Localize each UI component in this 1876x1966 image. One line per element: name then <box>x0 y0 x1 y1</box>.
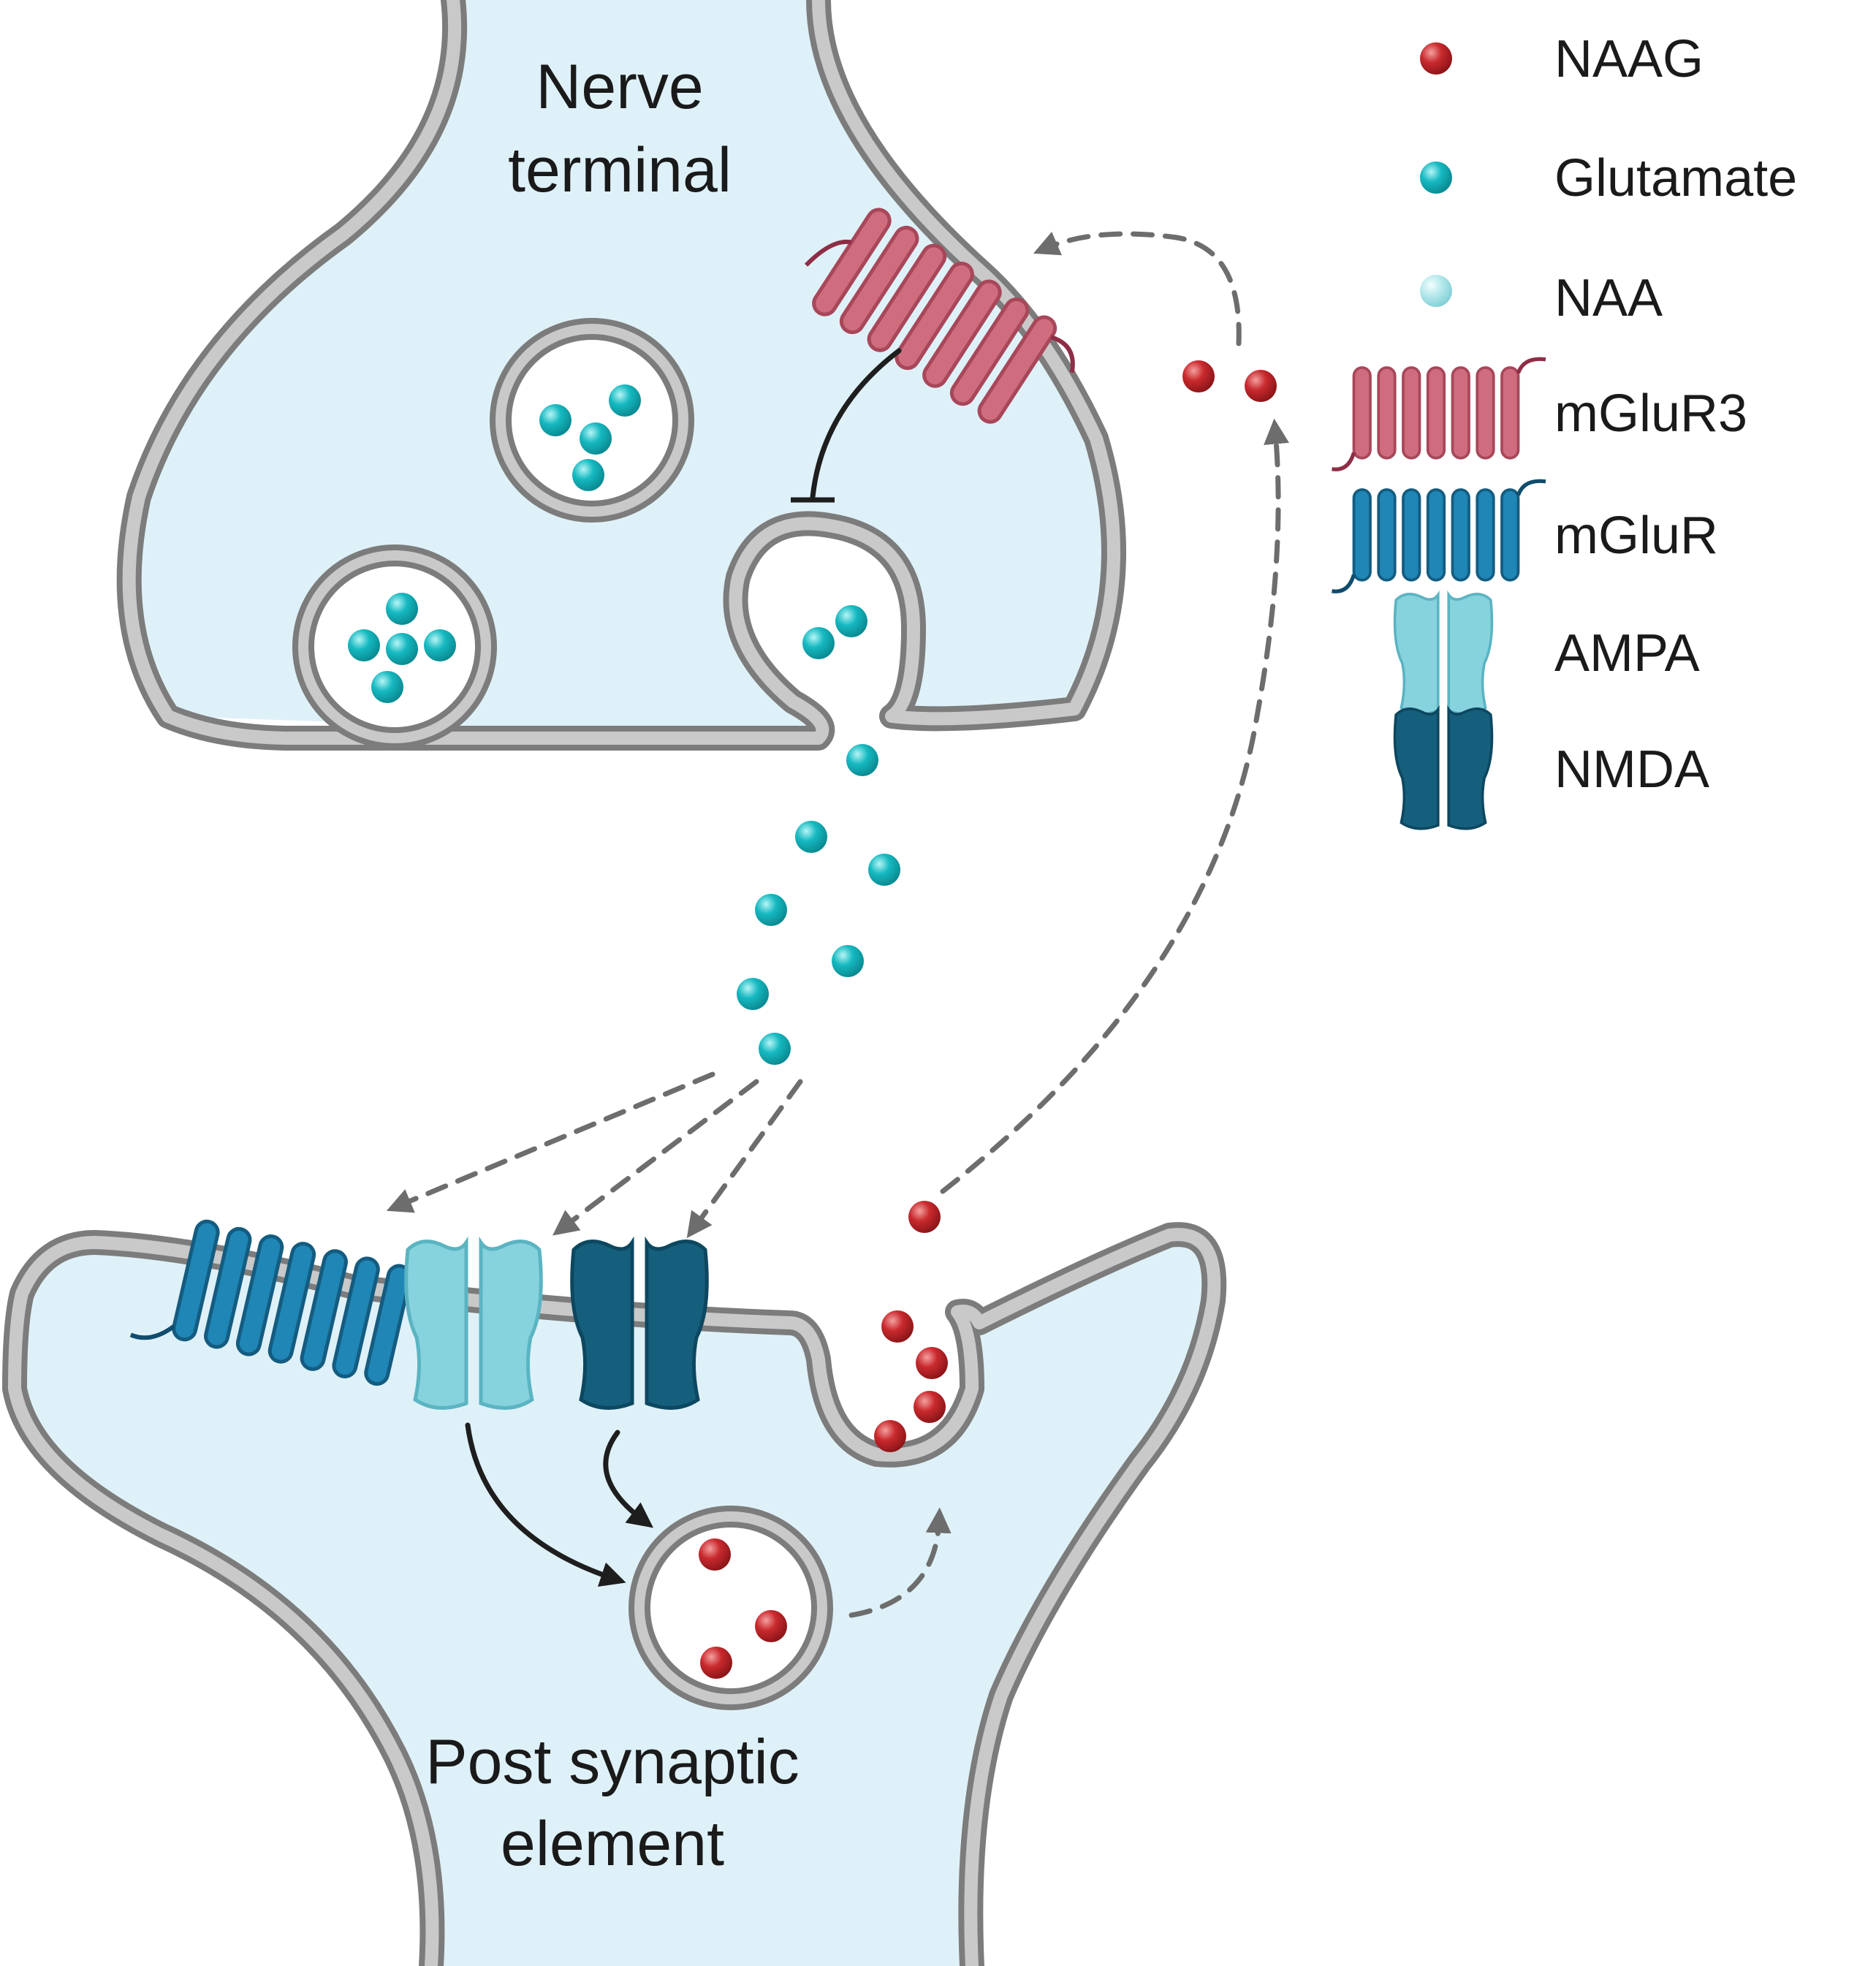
legend-item-mglur3: mGluR3 <box>1332 357 1747 471</box>
post-synaptic-label-line2: element <box>501 1809 724 1879</box>
naag-molecule <box>1182 360 1215 392</box>
synaptic-cleft-glutamate <box>737 744 900 1065</box>
glutamate-molecule <box>795 821 827 853</box>
naag-molecule <box>755 1610 787 1642</box>
glutamate-molecule <box>802 627 835 659</box>
glutamate-dot-icon <box>1420 162 1452 194</box>
post-synaptic-label-line1: Post synaptic <box>425 1727 799 1797</box>
vesicle-to-release-arrow <box>848 1507 952 1618</box>
glutamate-vesicle <box>292 544 497 749</box>
naag-molecule <box>700 1647 732 1679</box>
naag-dot-icon <box>1420 42 1452 75</box>
inhibition-line <box>810 348 902 500</box>
legend-item-naa: NAA <box>1420 269 1663 327</box>
legend-item-ampa: AMPA <box>1393 592 1700 716</box>
glutamate-molecule <box>348 629 380 661</box>
legend-label-naag: NAAG <box>1554 30 1704 88</box>
legend-label-naa: NAA <box>1554 269 1663 327</box>
naag-vesicle <box>629 1506 833 1710</box>
glutamate-molecule <box>386 633 418 665</box>
naag-molecule <box>908 1201 941 1233</box>
mglur3-receptor <box>804 191 1075 446</box>
nerve-terminal-label-line2: terminal <box>508 135 732 205</box>
glutamate-molecule <box>846 744 878 776</box>
glutamate-vesicle <box>490 318 694 523</box>
legend-item-mglur: mGluR <box>1332 479 1718 593</box>
glutamate-molecule <box>539 404 571 436</box>
legend-label-mglur3: mGluR3 <box>1554 384 1747 443</box>
naag-molecule <box>1245 370 1277 402</box>
glutamate-molecule <box>835 605 867 637</box>
naag-molecule <box>881 1310 914 1343</box>
naag-molecule <box>874 1420 906 1452</box>
ampa-to-vesicle-arrow <box>465 1422 626 1587</box>
glutamate-molecule <box>609 384 641 417</box>
glutamate-to-mglur-arrow <box>386 1071 715 1213</box>
nmda-to-vesicle-arrow <box>603 1430 653 1528</box>
legend-label-ampa: AMPA <box>1554 624 1700 683</box>
glutamate-molecule <box>386 593 418 625</box>
legend-item-glutamate: Glutamate <box>1420 149 1797 208</box>
legend-item-nmda: NMDA <box>1393 707 1709 830</box>
ampa-receptor-icon <box>1393 592 1494 716</box>
post-synaptic-element: Post synaptic element <box>2 1207 1227 1966</box>
naag-molecule <box>916 1347 948 1379</box>
glutamate-molecule <box>755 894 787 926</box>
nerve-terminal: Nerve terminal <box>116 0 1126 751</box>
naag-release-path-arrow <box>940 418 1289 1194</box>
nerve-terminal-label-line1: Nerve <box>536 52 703 122</box>
mglur3-receptor-icon <box>1332 357 1546 471</box>
glutamate-to-nmda-arrow <box>686 1079 803 1239</box>
naag-to-mglur3-arrow <box>1033 231 1242 346</box>
legend-label-mglur: mGluR <box>1554 506 1718 565</box>
legend: NAAG Glutamate NAA mGluR3 mGluR <box>1332 30 1797 830</box>
glutamate-molecule <box>759 1033 791 1065</box>
naag-molecule <box>699 1538 731 1571</box>
glutamate-molecule <box>572 459 604 491</box>
legend-label-nmda: NMDA <box>1554 740 1709 799</box>
glutamate-molecule <box>737 978 769 1010</box>
mglur-receptor-icon <box>1332 479 1546 593</box>
legend-label-glutamate: Glutamate <box>1554 149 1797 208</box>
nmda-receptor-icon <box>1393 707 1494 830</box>
glutamate-molecule <box>868 854 900 886</box>
glutamate-molecule <box>424 629 456 661</box>
naa-dot-icon <box>1420 275 1452 307</box>
glutamate-molecule <box>580 422 612 455</box>
glutamate-molecule <box>832 945 864 977</box>
glutamate-to-ampa-arrow <box>552 1079 759 1236</box>
naag-molecule <box>914 1391 946 1423</box>
glutamate-molecule <box>371 671 403 703</box>
post-synaptic-cytoplasm <box>15 1234 1215 1966</box>
legend-item-naag: NAAG <box>1420 30 1704 88</box>
